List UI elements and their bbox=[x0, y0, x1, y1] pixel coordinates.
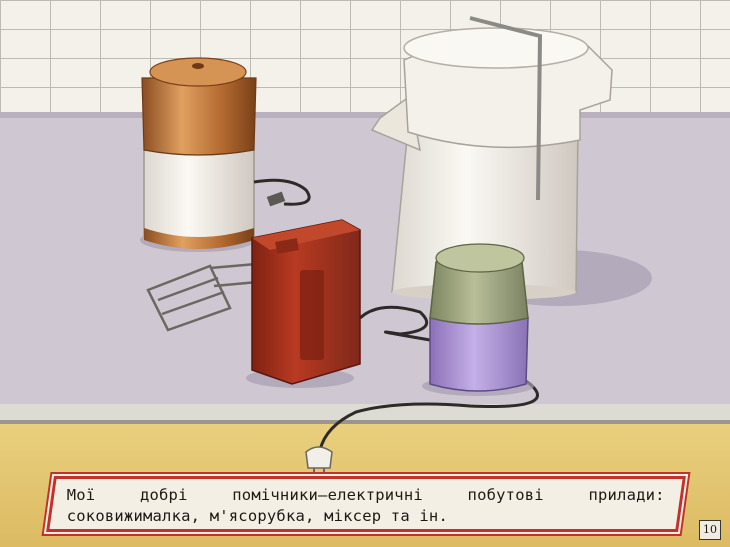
coffee-grinder bbox=[140, 57, 257, 252]
beaters bbox=[146, 260, 281, 332]
hand-mixer bbox=[246, 219, 361, 388]
frame-number: 10 bbox=[699, 520, 721, 540]
small-canister bbox=[422, 243, 534, 396]
caption-box: Мої добрі помічники—електричні побутові … bbox=[44, 474, 688, 534]
plug bbox=[305, 446, 333, 474]
caption-line-2: соковижималка, м'ясорубка, міксер та ін. bbox=[66, 507, 449, 525]
counter-edge bbox=[0, 404, 730, 424]
caption-line-1: Мої добрі помічники—електричні побутові … bbox=[66, 486, 665, 504]
grinder-cord bbox=[253, 178, 311, 206]
tile-wall bbox=[0, 0, 730, 118]
